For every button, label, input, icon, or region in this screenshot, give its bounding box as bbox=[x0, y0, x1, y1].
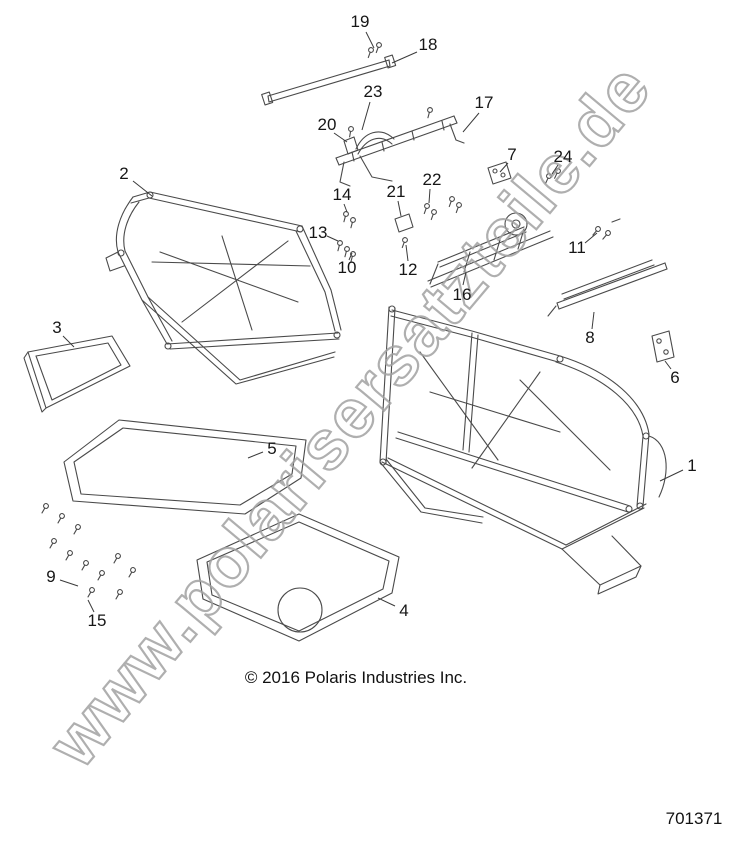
part-19-screws bbox=[365, 41, 383, 59]
part-6-bracket bbox=[651, 330, 675, 363]
part-3-skid-plate bbox=[23, 335, 131, 413]
part-21-12-22-hardware bbox=[394, 195, 463, 249]
callout-15: 15 bbox=[87, 611, 107, 630]
drawing-number: 701371 bbox=[665, 809, 723, 828]
part-11-bolts bbox=[590, 218, 621, 242]
callout-9: 9 bbox=[46, 567, 56, 586]
copyright-text: © 2016 Polaris Industries Inc. bbox=[244, 668, 468, 687]
part-4-skid-plate bbox=[196, 513, 400, 642]
callout-17: 17 bbox=[474, 93, 494, 112]
callout-7: 7 bbox=[507, 145, 517, 164]
callout-3: 3 bbox=[52, 318, 62, 337]
callout-6: 6 bbox=[670, 368, 680, 387]
part-17-support-frame bbox=[335, 106, 465, 187]
callout-16: 16 bbox=[452, 285, 472, 304]
callout-11: 11 bbox=[568, 238, 586, 257]
callout-19: 19 bbox=[350, 12, 370, 31]
callout-20: 20 bbox=[317, 115, 337, 134]
part-20-23-bracket-rod bbox=[343, 125, 395, 155]
callout-2: 2 bbox=[119, 164, 129, 183]
callout-21: 21 bbox=[386, 182, 406, 201]
part-18-crossbar bbox=[261, 54, 397, 106]
callout-14: 14 bbox=[332, 185, 352, 204]
part-5-skid-plate bbox=[63, 419, 307, 515]
callout-23: 23 bbox=[363, 82, 383, 101]
callout-5: 5 bbox=[267, 439, 277, 458]
callout-12: 12 bbox=[398, 260, 418, 279]
callout-24: 24 bbox=[553, 147, 573, 166]
callout-1: 1 bbox=[687, 456, 697, 475]
part-2-front-frame bbox=[105, 191, 342, 385]
callout-8: 8 bbox=[585, 328, 595, 347]
callout-13: 13 bbox=[308, 223, 328, 242]
callout-10: 10 bbox=[337, 258, 357, 277]
part-13-14-10-hardware bbox=[335, 210, 357, 263]
part-16-crossmember bbox=[427, 212, 554, 288]
part-8-rail bbox=[547, 259, 668, 317]
callout-18: 18 bbox=[418, 35, 438, 54]
callout-4: 4 bbox=[399, 601, 409, 620]
part-1-main-frame bbox=[379, 305, 667, 595]
callout-22: 22 bbox=[422, 170, 442, 189]
